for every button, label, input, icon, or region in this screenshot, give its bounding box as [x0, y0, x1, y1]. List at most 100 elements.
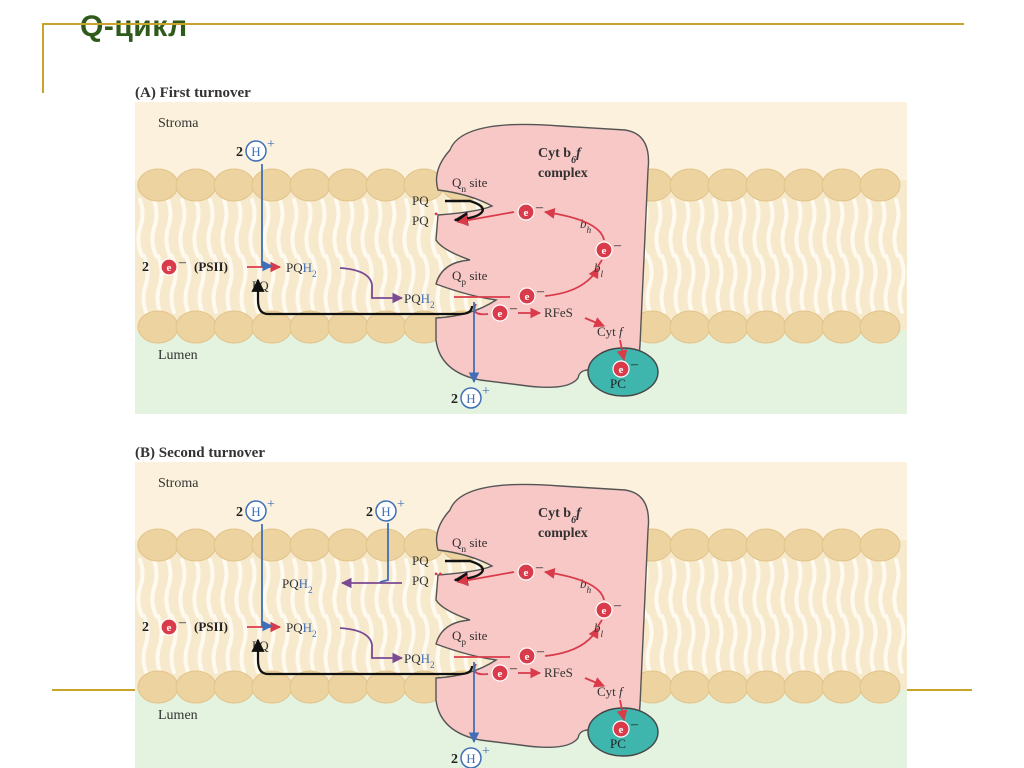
lipid-head-lower: [783, 670, 825, 704]
proton-top-2-charge: +: [397, 497, 405, 512]
lipid-head-lower: [707, 670, 749, 704]
lipid-head-lower: [137, 310, 179, 344]
e-b-circle: [595, 241, 613, 259]
e-qn-charge: –: [535, 200, 544, 215]
lipid-tail-upper: [682, 558, 691, 618]
lipid-head-upper: [213, 528, 255, 562]
lipid-tail-upper: [892, 558, 901, 618]
qn-electron-arrow: [456, 571, 515, 586]
pc-label: PC: [610, 736, 626, 751]
lipid-tail-lower: [421, 614, 430, 674]
e-qn-circle: [517, 203, 535, 221]
lipid-head-upper: [821, 528, 863, 562]
lipid-head-upper: [707, 528, 749, 562]
e-pc-label: e: [619, 364, 624, 376]
qp-rfes-line: [473, 303, 489, 316]
lipid-head-lower: [745, 670, 787, 704]
slide-title: Q-цикл: [80, 10, 188, 43]
pq-return-arrow: [251, 278, 474, 316]
qp-rfes-line: [473, 663, 489, 676]
lipid-tail-upper: [388, 198, 397, 258]
lipid-head-upper: [137, 168, 179, 202]
e-qp-circle: [518, 287, 536, 305]
e-qp-label: e: [525, 291, 530, 303]
e-b-charge: –: [613, 238, 622, 253]
lipid-tail-lower: [337, 614, 346, 674]
lipid-tail-lower: [729, 254, 738, 314]
lipid-head-lower: [669, 310, 711, 344]
lipid-tail-upper: [402, 558, 411, 618]
lipid-tail-upper: [388, 558, 397, 618]
lipid-tail-lower: [827, 614, 836, 674]
lipid-head-upper: [137, 528, 179, 562]
lipid-tail-upper: [164, 198, 173, 258]
pqh2-out-label: PQH2: [282, 576, 313, 596]
lipid-tail-upper: [794, 558, 803, 618]
e-psii-label: e: [167, 622, 172, 634]
lipid-tail-lower: [183, 254, 192, 314]
lipid-tail-lower: [883, 254, 892, 314]
lipid-head-lower: [137, 670, 179, 704]
proton-uptake-2: [379, 523, 389, 583]
lipid-head-upper: [669, 168, 711, 202]
lipid-tail-upper: [682, 198, 691, 258]
stroma-label: Stroma: [158, 476, 199, 491]
lipid-head-lower: [821, 670, 863, 704]
lipid-head-upper: [251, 168, 293, 202]
lipid-head-lower: [289, 670, 331, 704]
lipid-head-upper: [821, 168, 863, 202]
lipid-head-upper: [365, 168, 407, 202]
lipid-tail-upper: [752, 198, 761, 258]
lipid-tail-upper: [416, 198, 425, 258]
qp-to-bl-arrow: [544, 267, 599, 297]
bh-label: bh: [580, 216, 592, 236]
lipid-head-lower: [251, 310, 293, 344]
proton-bottom-h: H: [466, 391, 475, 406]
lipid-tail-upper: [402, 198, 411, 258]
lipid-head-lower: [327, 310, 369, 344]
lipid-tail-upper: [220, 558, 229, 618]
lipid-tail-upper: [178, 558, 187, 618]
e-psii-circle: [160, 618, 178, 636]
lipid-head-upper: [859, 528, 901, 562]
lipid-tail-lower: [659, 254, 668, 314]
lipid-tail-lower: [855, 614, 864, 674]
lipid-head-upper: [745, 168, 787, 202]
lipid-head-lower: [365, 670, 407, 704]
lipid-tail-upper: [710, 558, 719, 618]
psii-label: (PSII): [194, 619, 228, 634]
lipid-head-lower: [175, 310, 217, 344]
pq-psii-label: PQ: [252, 638, 269, 653]
lipid-tail-lower: [393, 254, 402, 314]
lipid-tail-upper: [416, 558, 425, 618]
lipid-tail-lower: [351, 254, 360, 314]
lipid-tail-lower: [211, 254, 220, 314]
lumen-label: Lumen: [158, 348, 198, 363]
lipid-tail-upper: [766, 558, 775, 618]
lipid-tail-lower: [239, 254, 248, 314]
lipid-tail-lower: [743, 254, 752, 314]
qn-site-label: Qn site: [452, 175, 488, 195]
cytf-label: Cyt f: [597, 684, 625, 699]
left-rule: [42, 23, 44, 93]
pq-radical-label: PQ: [412, 573, 429, 588]
qn-electron-arrow: [456, 211, 515, 226]
lipid-tail-lower: [785, 254, 794, 314]
lipid-head-lower: [175, 670, 217, 704]
lipid-tail-upper: [136, 558, 145, 618]
pq-radical-label: PQ: [412, 213, 429, 228]
cytf-label: Cyt f: [597, 324, 625, 339]
lipid-tail-lower: [225, 254, 234, 314]
lipid-tail-upper: [360, 198, 369, 258]
lipid-head-lower: [251, 670, 293, 704]
lipid-tail-lower: [351, 614, 360, 674]
lipid-tail-upper: [766, 198, 775, 258]
lipid-tail-upper: [206, 198, 215, 258]
lipid-tail-upper: [892, 198, 901, 258]
lipid-tail-upper: [724, 198, 733, 258]
pqh2-diffusion-arrow: [339, 267, 404, 304]
proton-top-circle: [245, 140, 267, 162]
lipid-tail-lower: [715, 614, 724, 674]
lipid-tail-upper: [276, 198, 285, 258]
bh-to-qn-arrow: [543, 208, 605, 241]
